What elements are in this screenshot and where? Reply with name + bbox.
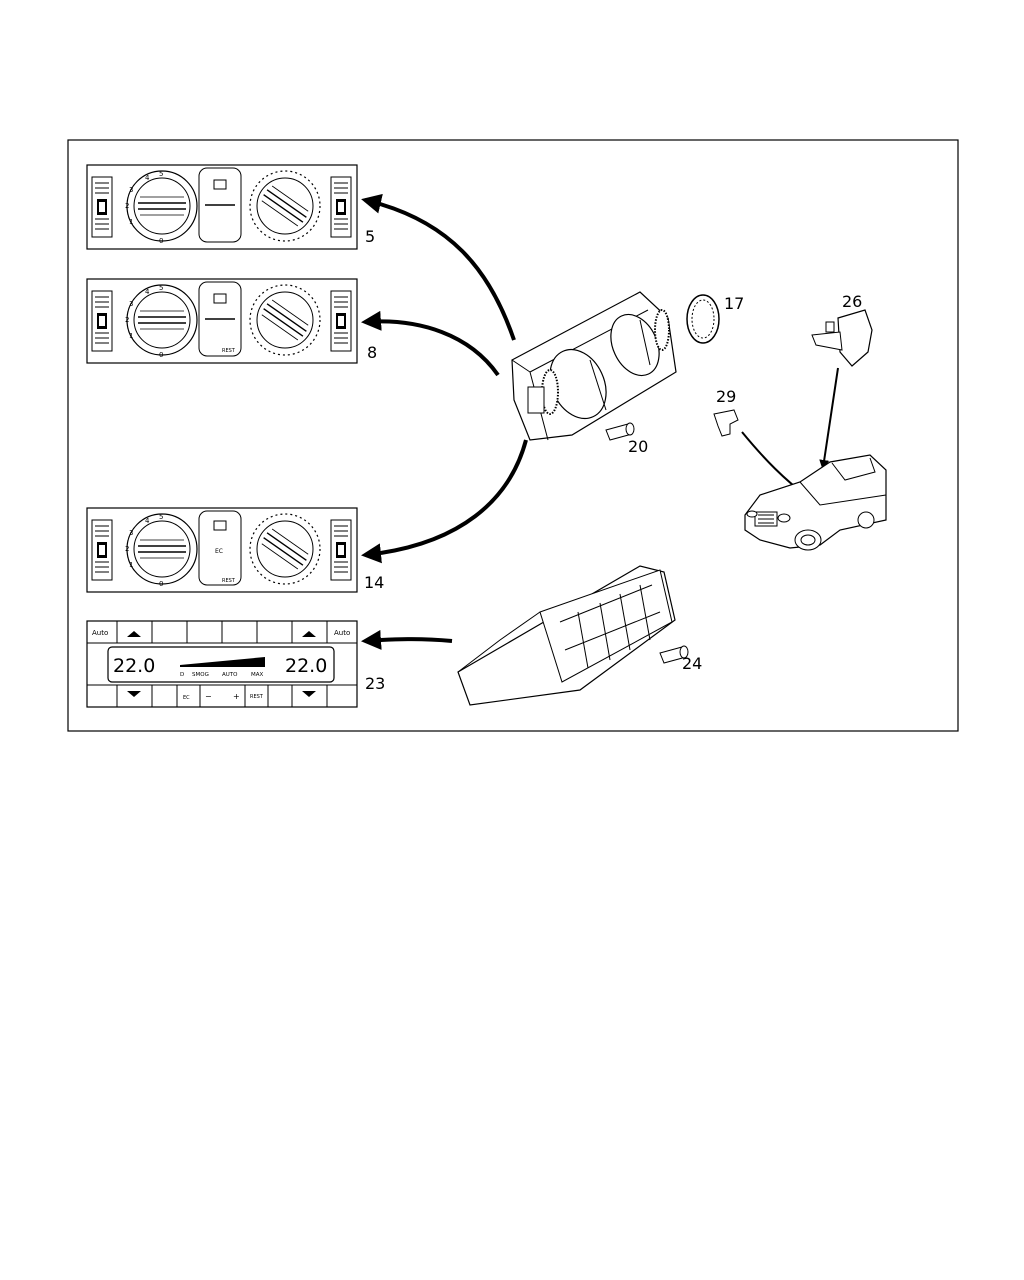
part-20-bulb xyxy=(605,422,635,441)
up-arrow-icon xyxy=(302,631,316,637)
arrow-to-23 xyxy=(361,629,453,650)
callout-23: 23 xyxy=(365,674,385,693)
part-26-sensor xyxy=(811,309,873,367)
dial-number: 0 xyxy=(159,351,163,359)
leader-26 xyxy=(819,367,839,470)
dial-number: 0 xyxy=(159,237,163,245)
callout-14: 14 xyxy=(364,573,384,592)
auto-label: Auto xyxy=(92,629,108,637)
up-arrow-icon xyxy=(127,631,141,637)
rest-label: REST xyxy=(222,578,236,584)
arrow-to-14 xyxy=(361,439,528,564)
temp-right: 22.0 xyxy=(285,655,327,677)
car-illustration xyxy=(744,454,887,551)
dial-number: 3 xyxy=(129,186,133,194)
dial-number: 0 xyxy=(159,580,163,588)
down-arrow-icon xyxy=(302,691,316,697)
ec-label: EC xyxy=(183,695,190,701)
callout-29: 29 xyxy=(716,387,736,406)
max-label: MAX xyxy=(251,672,264,678)
arrow-to-8 xyxy=(361,310,500,377)
callout-5: 5 xyxy=(365,227,375,246)
control-panel-5: 4 5 3 2 1 0 xyxy=(86,164,358,250)
dial-number: 2 xyxy=(125,202,129,210)
down-arrow-icon xyxy=(127,691,141,697)
callout-26: 26 xyxy=(842,292,862,311)
dial-number: 5 xyxy=(159,170,163,178)
auto-caps-label: AUTO xyxy=(222,672,238,678)
dial-number: 5 xyxy=(159,513,163,521)
dial-number: 3 xyxy=(129,300,133,308)
d-label: D xyxy=(180,672,184,678)
part-17-knob-ring xyxy=(686,294,720,344)
dial-number: 4 xyxy=(145,517,150,525)
minus-label: − xyxy=(205,692,212,701)
part-24-bulb xyxy=(659,645,689,664)
dial-number: 2 xyxy=(125,545,129,553)
plus-label: + xyxy=(233,692,240,701)
control-unit-assembly xyxy=(511,291,677,441)
rest-label: REST xyxy=(222,348,236,354)
dial-number: 3 xyxy=(129,529,133,537)
dial-number: 1 xyxy=(129,561,133,569)
control-panel-8: REST 4 5 3 2 1 0 xyxy=(86,278,358,364)
arrow-to-5 xyxy=(361,193,516,341)
dial-number: 1 xyxy=(129,218,133,226)
part-29-sensor xyxy=(713,409,739,437)
callout-20: 20 xyxy=(628,437,648,456)
smog-label: SMOG xyxy=(192,672,209,678)
auto-label: Auto xyxy=(334,629,350,637)
callout-24: 24 xyxy=(682,654,702,673)
dial-number: 2 xyxy=(125,316,129,324)
dial-number: 4 xyxy=(145,288,150,296)
dial-number: 1 xyxy=(129,332,133,340)
temp-left: 22.0 xyxy=(113,655,155,677)
ec-label: EC xyxy=(215,548,223,555)
dial-number: 5 xyxy=(159,284,163,292)
climate-control-unit xyxy=(457,565,676,706)
control-panel-14: EC REST 4 5 3 2 1 0 xyxy=(86,507,358,593)
control-panel-23: Auto Auto 22.0 22.0 D SMOG AUTO MAX EC −… xyxy=(86,620,358,708)
rest-label: REST xyxy=(250,694,264,700)
callout-17: 17 xyxy=(724,294,744,313)
dial-number: 4 xyxy=(145,174,150,182)
callout-8: 8 xyxy=(367,343,377,362)
